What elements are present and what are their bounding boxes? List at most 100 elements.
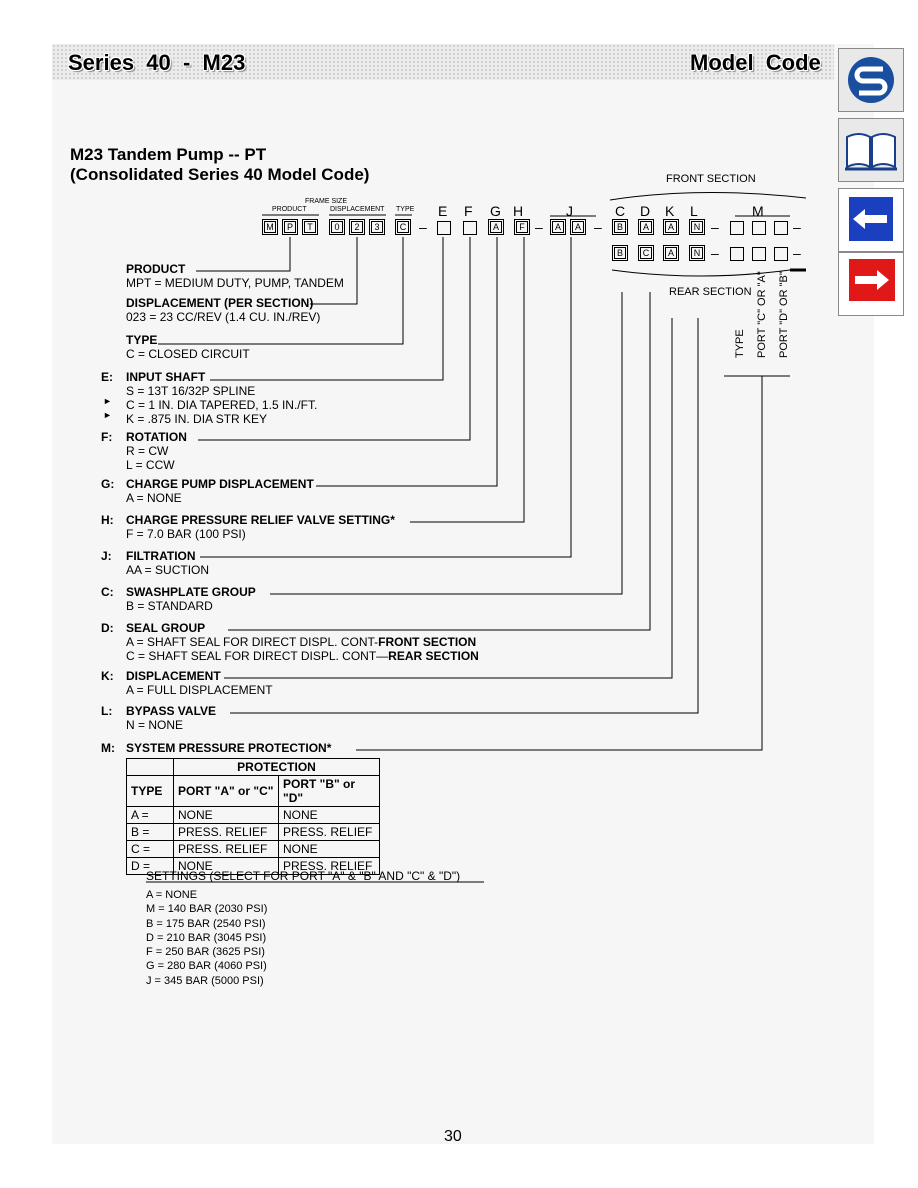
key-c: C: <box>101 585 114 599</box>
frame-size-label: FRAME SIZE <box>305 198 348 205</box>
table-cell: A = <box>126 806 174 824</box>
key-h: H: <box>101 513 114 527</box>
table-cell: PRESS. RELIEF <box>278 823 380 841</box>
section-line: K = .875 IN. DIA STR KEY <box>126 412 268 426</box>
book-icon[interactable] <box>838 118 904 182</box>
dash: – <box>793 219 801 235</box>
section-filtration: FILTRATION AA = SUCTION <box>126 549 209 577</box>
table-row: D = NONE PRESS. RELIEF <box>126 857 380 875</box>
protection-caption: PROTECTION <box>173 758 380 776</box>
settings-line: A = NONE <box>146 889 198 901</box>
letter-g: G <box>490 203 501 219</box>
table-cell: NONE <box>278 840 380 858</box>
code-box <box>752 247 766 261</box>
code-box: A <box>550 219 566 235</box>
section-line: A = FULL DISPLACEMENT <box>126 683 273 697</box>
section-line: R = CW <box>126 444 169 458</box>
series-title: Series 40 - M23 <box>68 50 246 75</box>
seal-option-c: C = SHAFT SEAL FOR DIRECT DISPL. CONT— <box>126 649 389 663</box>
code-box <box>463 221 477 235</box>
key-e: E: <box>101 370 113 384</box>
section-title: DISPLACEMENT (PER SECTION) <box>126 296 314 310</box>
section-charge-relief: CHARGE PRESSURE RELIEF VALVE SETTING* F … <box>126 513 395 541</box>
section-title: SWASHPLATE GROUP <box>126 585 256 599</box>
letter-d: D <box>640 203 651 219</box>
triangle-marker-icon: ► <box>103 396 112 406</box>
settings-line: M = 140 BAR (2030 PSI) <box>146 903 268 916</box>
section-displacement: DISPLACEMENT (PER SECTION) 023 = 23 CC/R… <box>126 296 320 324</box>
section-line: A = SHAFT SEAL FOR DIRECT DISPL. CONT-FR… <box>126 635 479 649</box>
code-box: P <box>282 219 298 235</box>
section-seal-group: SEAL GROUP A = SHAFT SEAL FOR DIRECT DIS… <box>126 621 479 663</box>
table-cell: B = <box>126 823 174 841</box>
code-box <box>730 221 744 235</box>
table-header: TYPE <box>126 775 174 807</box>
section-displacement-k: DISPLACEMENT A = FULL DISPLACEMENT <box>126 669 273 697</box>
section-title: BYPASS VALVE <box>126 704 217 718</box>
triangle-marker-icon: ► <box>103 410 112 420</box>
rear-section-label: REAR SECTION <box>669 286 752 298</box>
key-g: G: <box>101 477 115 491</box>
code-box: A <box>663 219 679 235</box>
section-line: C = 1 IN. DIA TAPERED, 1.5 IN./FT. <box>126 398 318 412</box>
vertical-label-type: TYPE <box>734 329 746 358</box>
section-title: CHARGE PRESSURE RELIEF VALVE SETTING* <box>126 513 395 527</box>
table-cell: C = <box>126 840 174 858</box>
section-type: TYPE C = CLOSED CIRCUIT <box>126 333 250 361</box>
code-box <box>774 247 788 261</box>
section-title: INPUT SHAFT <box>126 370 206 384</box>
back-arrow-icon[interactable] <box>838 188 904 252</box>
table-header: PORT "B" or "D" <box>278 775 380 807</box>
title-line-1: M23 Tandem Pump -- PT <box>70 145 267 164</box>
dash: – <box>594 219 602 235</box>
table-cell: PRESS. RELIEF <box>173 840 279 858</box>
page-title: M23 Tandem Pump -- PT (Consolidated Seri… <box>70 145 369 185</box>
table-cell: PRESS. RELIEF <box>278 857 380 875</box>
forward-arrow-icon[interactable] <box>838 252 904 316</box>
settings-list: A = NONE M = 140 BAR (2030 PSI) B = 175 … <box>146 888 267 988</box>
header-band <box>52 44 834 80</box>
letter-e: E <box>438 203 448 219</box>
sauer-logo-icon[interactable] <box>838 48 904 112</box>
letter-c: C <box>615 203 626 219</box>
section-input-shaft: INPUT SHAFT S = 13T 16/32P SPLINE C = 1 … <box>126 370 317 426</box>
letter-h: H <box>513 203 524 219</box>
section-line: N = NONE <box>126 718 184 732</box>
type-label: TYPE <box>396 206 415 213</box>
section-line: C = SHAFT SEAL FOR DIRECT DISPL. CONT—RE… <box>126 649 479 663</box>
key-m: M: <box>101 741 115 755</box>
key-k: K: <box>101 669 114 683</box>
code-box: B <box>612 219 628 235</box>
vertical-label-port-d-b: PORT "D" OR "B" <box>778 271 790 358</box>
code-box: 0 <box>329 219 345 235</box>
section-product: PRODUCT MPT = MEDIUM DUTY, PUMP, TANDEM <box>126 262 344 290</box>
section-line: AA = SUCTION <box>126 563 210 577</box>
code-box <box>752 221 766 235</box>
section-title: FILTRATION <box>126 549 196 563</box>
code-box: B <box>612 245 628 261</box>
code-box: C <box>638 245 654 261</box>
table-row: C = PRESS. RELIEF NONE <box>126 840 380 858</box>
section-line: F = 7.0 BAR (100 PSI) <box>126 527 246 541</box>
front-section-label: FRONT SECTION <box>666 173 756 185</box>
settings-line: D = 210 BAR (3045 PSI) <box>146 931 267 944</box>
section-bypass-valve: BYPASS VALVE N = NONE <box>126 704 216 732</box>
section-title: CHARGE PUMP DISPLACEMENT <box>126 477 314 491</box>
dash: – <box>711 219 719 235</box>
table-cell: D = <box>126 857 174 875</box>
table-row: B = PRESS. RELIEF PRESS. RELIEF <box>126 823 380 841</box>
letter-m: M <box>752 203 764 219</box>
section-line: A = NONE <box>126 491 182 505</box>
code-box <box>774 221 788 235</box>
vertical-label-port-c-a: PORT "C" OR "A" <box>756 271 768 358</box>
code-box: 3 <box>369 219 385 235</box>
table-cell: NONE <box>173 857 279 875</box>
code-box <box>730 247 744 261</box>
code-box: T <box>302 219 318 235</box>
section-line: MPT = MEDIUM DUTY, PUMP, TANDEM <box>126 276 344 290</box>
section-line: S = 13T 16/32P SPLINE <box>126 384 256 398</box>
settings-line: J = 345 BAR (5000 PSI) <box>146 974 264 987</box>
code-box <box>437 221 451 235</box>
section-line: C = CLOSED CIRCUIT <box>126 347 250 361</box>
